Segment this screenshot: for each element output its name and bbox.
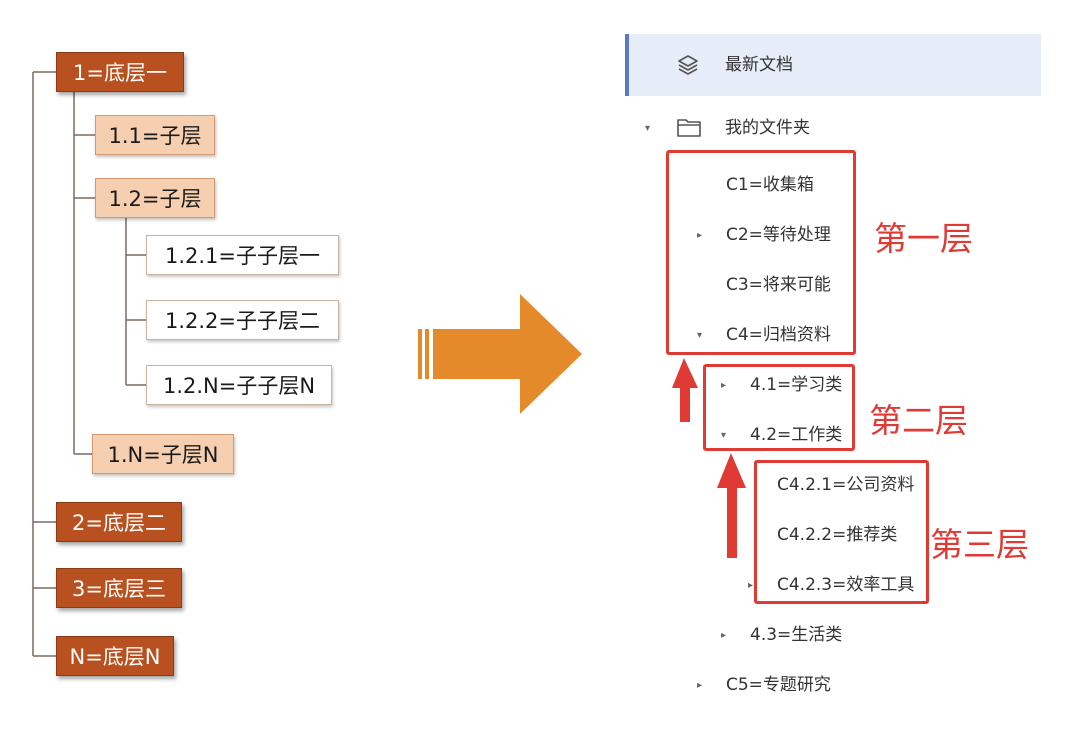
layer3-highlight-box bbox=[754, 460, 929, 604]
folder-item[interactable]: 4.2=工作类 bbox=[750, 425, 843, 445]
recent-docs-item[interactable] bbox=[625, 34, 1041, 96]
chevron-right-icon[interactable]: ▸ bbox=[748, 580, 754, 591]
folder-item[interactable]: C1=收集箱 bbox=[726, 175, 814, 195]
folder-item[interactable]: C4.2.3=效率工具 bbox=[777, 575, 915, 595]
mindmap-node-level1: N=底层N bbox=[56, 636, 174, 676]
folder-icon bbox=[677, 119, 701, 137]
chevron-down-icon[interactable]: ▾ bbox=[645, 123, 651, 134]
mindmap-node-level1: 2=底层二 bbox=[56, 502, 182, 542]
folder-item[interactable]: C3=将来可能 bbox=[726, 275, 831, 295]
folder-item[interactable]: C4.2.1=公司资料 bbox=[777, 475, 915, 495]
mindmap-node-level3: 1.2.2=子子层二 bbox=[146, 300, 339, 340]
chevron-down-icon[interactable]: ▾ bbox=[721, 430, 727, 441]
mindmap-node-level2: 1.N=子层N bbox=[92, 434, 234, 474]
folder-item[interactable]: 4.3=生活类 bbox=[750, 625, 843, 645]
mindmap-node-level2: 1.2=子层 bbox=[95, 178, 215, 218]
mindmap-node-level2: 1.1=子层 bbox=[95, 115, 215, 155]
transform-arrow-icon bbox=[418, 294, 582, 414]
mindmap-node-level3: 1.2.1=子子层一 bbox=[146, 235, 339, 275]
chevron-right-icon[interactable]: ▸ bbox=[697, 230, 703, 241]
mindmap-node-level3: 1.2.N=子子层N bbox=[146, 365, 332, 405]
folder-item[interactable]: C5=专题研究 bbox=[726, 675, 831, 692]
folder-item[interactable]: C4=归档资料 bbox=[726, 325, 831, 345]
chevron-down-icon[interactable]: ▾ bbox=[697, 330, 703, 341]
layers-icon bbox=[678, 55, 698, 75]
layer2-label: 第二层 bbox=[869, 401, 968, 440]
mindmap-node-level1: 1=底层一 bbox=[56, 52, 184, 92]
layer1-highlight-box bbox=[666, 150, 856, 355]
layer2-highlight-box bbox=[703, 364, 855, 451]
my-folders-label[interactable]: 我的文件夹 bbox=[725, 118, 810, 138]
recent-docs-label: 最新文档 bbox=[725, 55, 793, 75]
chevron-right-icon[interactable]: ▸ bbox=[721, 380, 727, 391]
chevron-right-icon[interactable]: ▸ bbox=[697, 680, 703, 691]
layer1-label: 第一层 bbox=[874, 219, 973, 258]
layer3-label: 第三层 bbox=[930, 525, 1029, 564]
chevron-right-icon[interactable]: ▸ bbox=[721, 630, 727, 641]
folder-item[interactable]: C2=等待处理 bbox=[726, 225, 831, 245]
folder-item[interactable]: 4.1=学习类 bbox=[750, 375, 843, 395]
folder-item[interactable]: C4.2.2=推荐类 bbox=[777, 525, 898, 545]
mindmap-node-level1: 3=底层三 bbox=[56, 568, 182, 608]
